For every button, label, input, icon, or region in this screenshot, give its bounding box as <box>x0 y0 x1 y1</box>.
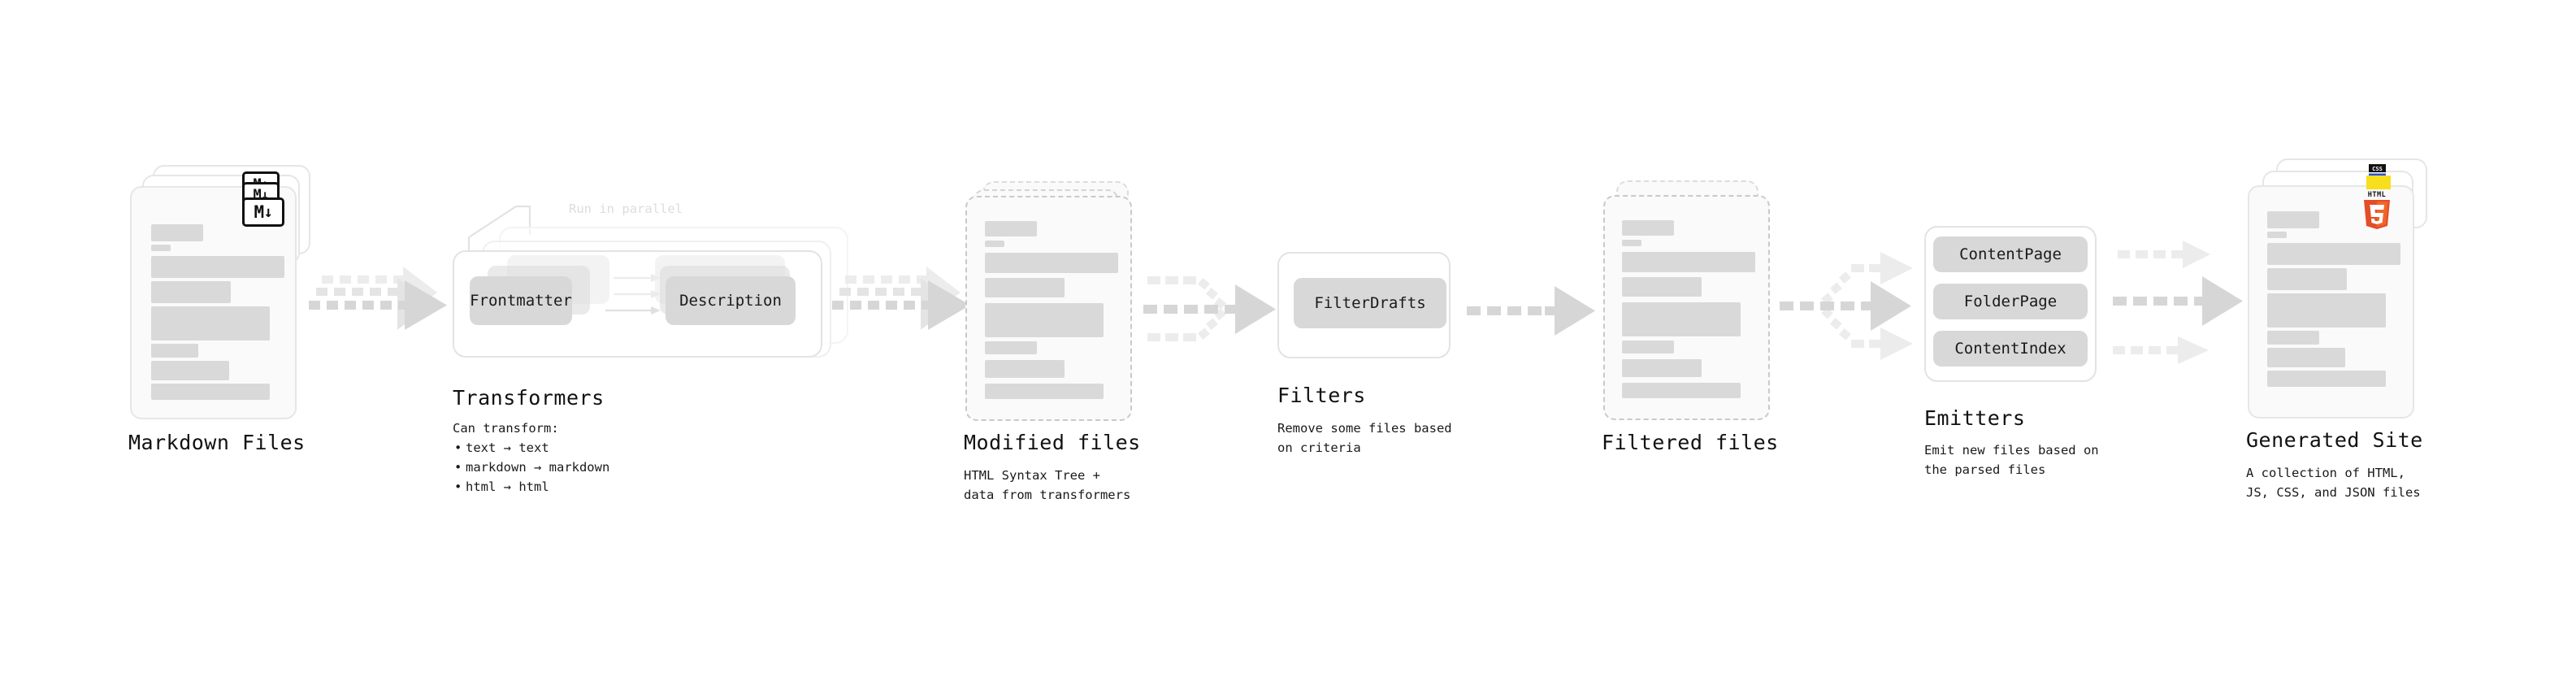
skeleton-line <box>2267 211 2319 228</box>
skeleton-line <box>1622 359 1702 377</box>
skeleton-line <box>2267 243 2400 265</box>
skeleton-line <box>151 281 231 303</box>
generated-site-subtitle: A collection of HTML, JS, CSS, and JSON … <box>2246 466 2421 501</box>
skeleton-line <box>151 256 284 278</box>
transformer-chip-frontmatter[interactable]: Frontmatter <box>470 276 572 325</box>
skeleton-line <box>2267 293 2386 327</box>
connector-emitters-to-generated-site <box>2113 241 2243 364</box>
run-in-parallel-bracket <box>467 205 531 254</box>
skeleton-line <box>985 341 1037 354</box>
skeleton-line <box>2267 232 2287 238</box>
skeleton-line <box>2267 348 2345 367</box>
filter-chip-filterdrafts-label: FilterDrafts <box>1314 294 1426 312</box>
transformers-title: Transformers <box>453 386 605 410</box>
connector-markdown-to-transformers <box>309 267 447 330</box>
html5-badge: HTML <box>2364 191 2390 229</box>
transformers-lead: Can transform: <box>453 421 559 436</box>
skeleton-line <box>1622 383 1741 398</box>
transformers-bullet: html → html <box>454 477 609 497</box>
css3-badge: CSS <box>2369 164 2386 176</box>
transformers-bullet: markdown → markdown <box>454 458 609 477</box>
connector-transformers-to-modified-files <box>832 267 970 330</box>
transformers-description: Can transform: text → text markdown → ma… <box>453 419 609 497</box>
emitter-chip-contentpage-label: ContentPage <box>1959 245 2062 263</box>
skeleton-line <box>151 361 229 380</box>
connector-filtered-files-to-emitters <box>1780 252 1913 360</box>
skeleton-line <box>985 360 1065 378</box>
transformer-chip-description-label: Description <box>679 292 782 310</box>
markdown-files-title: Markdown Files <box>128 431 306 454</box>
connector-modified-files-to-filters <box>1143 276 1276 341</box>
skeleton-line <box>1622 340 1674 354</box>
emitter-chip-folderpage-label: FolderPage <box>1963 293 2058 310</box>
skeleton-line <box>1622 240 1641 246</box>
skeleton-line <box>1622 302 1741 336</box>
filters-title: Filters <box>1277 384 1366 407</box>
skeleton-line <box>985 384 1104 399</box>
emitter-chip-contentindex-label: ContentIndex <box>1954 340 2066 358</box>
transformers-bullet-list: text → text markdown → markdown html → h… <box>453 438 609 497</box>
emitters-title: Emitters <box>1924 406 2026 430</box>
emitter-chip-folderpage[interactable]: FolderPage <box>1933 284 2088 319</box>
skeleton-line <box>151 344 198 358</box>
emitters-subtitle: Emit new files based on the parsed files <box>1924 443 2099 478</box>
skeleton-line <box>151 224 203 241</box>
modified-files-subtitle: HTML Syntax Tree + data from transformer… <box>964 468 1131 503</box>
filters-subtitle: Remove some files based on criteria <box>1277 421 1452 456</box>
skeleton-line <box>985 221 1037 236</box>
generated-site-title: Generated Site <box>2246 428 2423 452</box>
emitter-chip-contentpage[interactable]: ContentPage <box>1933 236 2088 272</box>
skeleton-line <box>1622 277 1702 297</box>
filtered-files-title: Filtered files <box>1602 431 1779 454</box>
skeleton-line <box>985 241 1004 247</box>
markdown-badge-front: M↓ <box>242 197 284 227</box>
skeleton-line <box>2267 371 2386 387</box>
skeleton-line <box>1622 252 1755 272</box>
transformer-chip-frontmatter-label: Frontmatter <box>470 292 572 310</box>
skeleton-line <box>2267 331 2319 345</box>
skeleton-line <box>985 253 1118 273</box>
skeleton-line <box>2267 268 2347 290</box>
transformer-chip-description[interactable]: Description <box>666 276 796 325</box>
transformers-bullet: text → text <box>454 438 609 458</box>
skeleton-line <box>985 303 1104 337</box>
javascript-badge <box>2366 176 2391 189</box>
skeleton-line <box>985 278 1065 297</box>
markdown-badge-label: M <box>254 202 264 222</box>
skeleton-line <box>1622 220 1674 236</box>
connector-filters-to-filtered-files <box>1467 286 1595 336</box>
skeleton-line <box>151 306 270 340</box>
run-in-parallel-label: Run in parallel <box>569 202 683 216</box>
svg-text:HTML: HTML <box>2368 191 2386 199</box>
filter-chip-filterdrafts[interactable]: FilterDrafts <box>1294 278 1446 328</box>
emitter-chip-contentindex[interactable]: ContentIndex <box>1933 331 2088 367</box>
markdown-badge-label-back-1: M <box>253 186 262 203</box>
skeleton-line <box>151 384 270 400</box>
transformer-inner-arrows <box>605 274 661 314</box>
modified-files-title: Modified files <box>964 431 1141 454</box>
svg-text:CSS: CSS <box>2372 166 2383 172</box>
skeleton-line <box>151 245 171 251</box>
